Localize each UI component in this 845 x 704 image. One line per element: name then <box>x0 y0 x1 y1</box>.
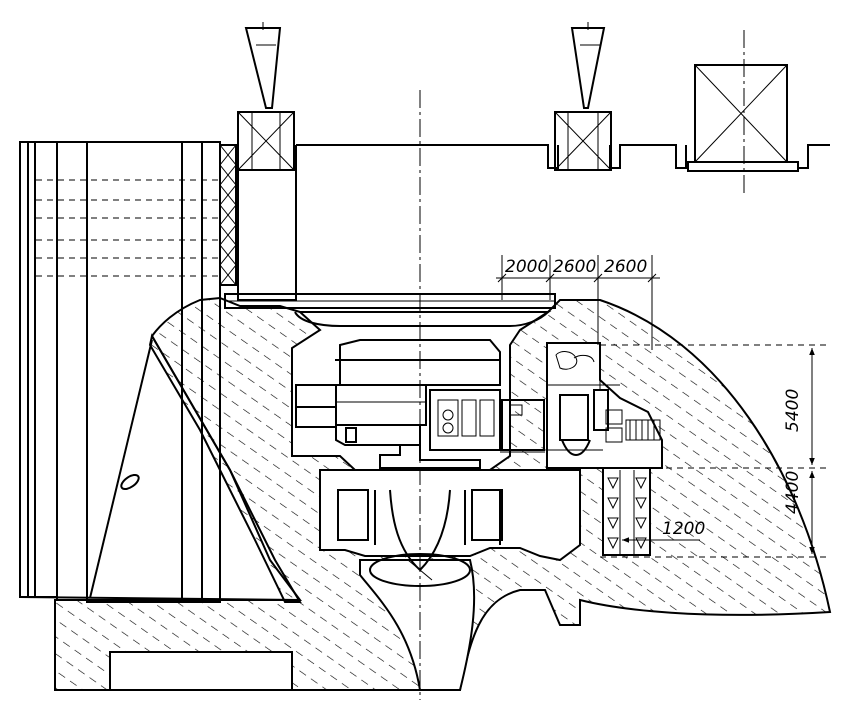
gallery-equipment <box>547 351 661 456</box>
centerlines <box>262 22 745 700</box>
crane-load-middle <box>554 111 612 171</box>
cable-shelves <box>607 470 647 555</box>
transformer-box-right <box>687 64 799 172</box>
dim-2000: 2000 <box>505 257 548 277</box>
crane-hook-middle <box>570 27 606 109</box>
roof-structure <box>224 144 830 327</box>
intake-structure <box>19 141 301 603</box>
crane-load-left <box>237 111 295 171</box>
water-level-lines <box>36 179 218 277</box>
turbine-runner <box>337 489 503 587</box>
right-dimension-chain <box>600 344 830 558</box>
dim-1200: 1200 <box>662 519 705 539</box>
lattice-column <box>219 144 237 286</box>
dim-5400: 5400 <box>783 389 803 432</box>
dim-2600-second: 2600 <box>604 257 647 277</box>
generator-unit <box>295 339 545 469</box>
dim-4400: 4400 <box>783 471 803 514</box>
top-dimension-chain <box>496 255 660 350</box>
crane-hook-left <box>244 27 282 109</box>
dim-2600-first: 2600 <box>553 257 596 277</box>
